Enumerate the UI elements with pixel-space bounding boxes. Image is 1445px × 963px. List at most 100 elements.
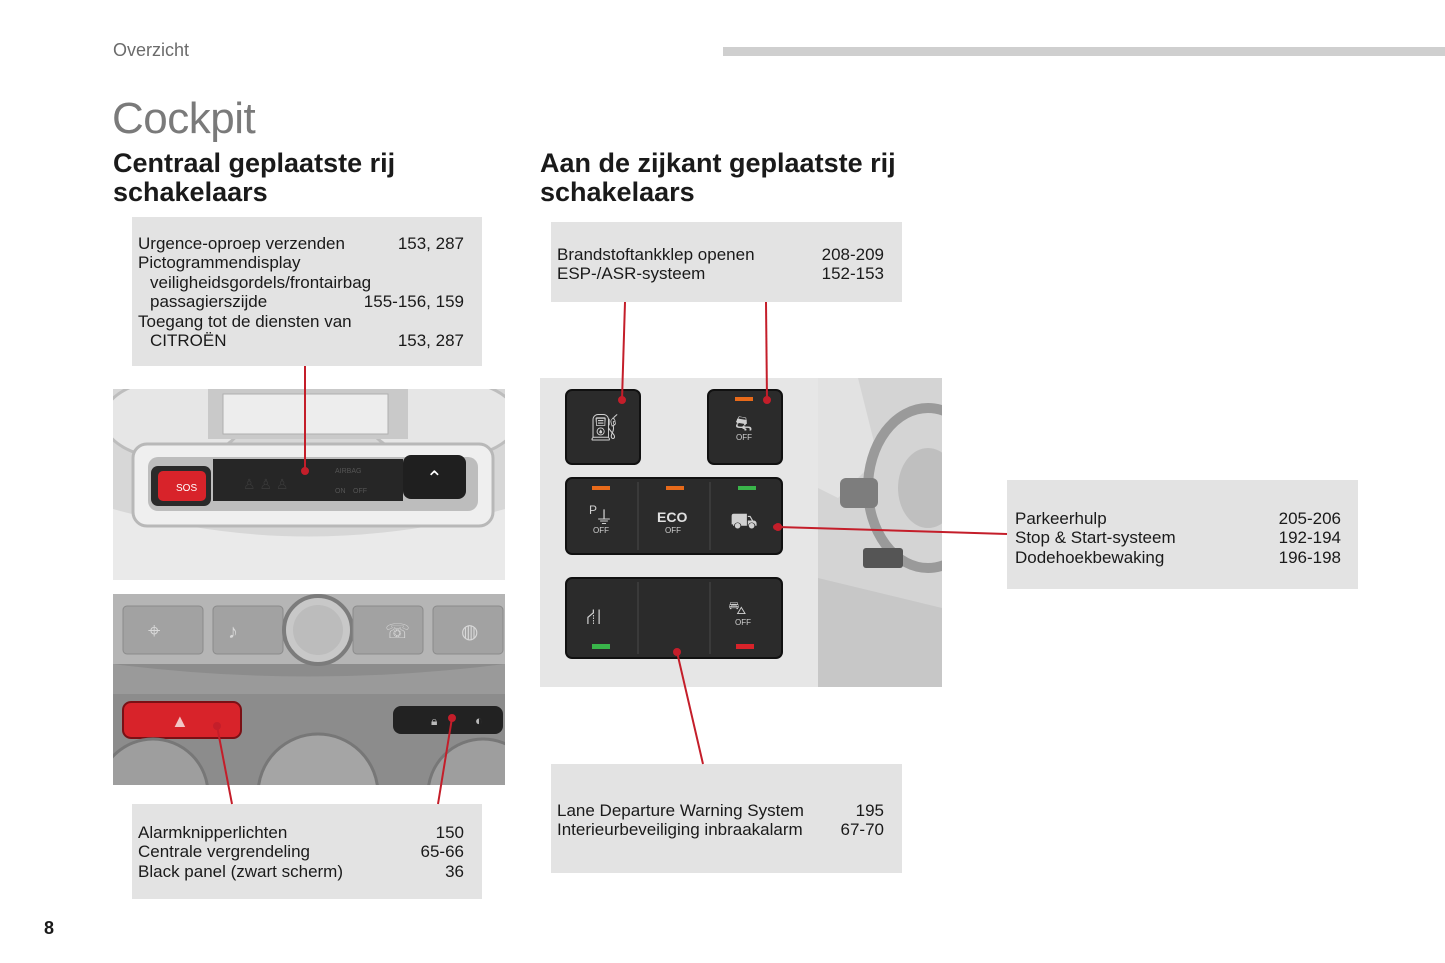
- alarm-off-label: OFF: [735, 618, 751, 627]
- lock-icon: 🔒︎: [431, 714, 437, 728]
- info-pages: 65-66: [420, 842, 464, 862]
- info-label: Stop & Start-systeem: [1015, 528, 1176, 548]
- info-label: Dodehoekbewaking: [1015, 547, 1165, 567]
- lane-departure-icon: ⛙: [586, 604, 601, 629]
- right-bottom-info-box: Lane Departure Warning System 195 Interie…: [551, 764, 902, 873]
- left-heading-line2: schakelaars: [113, 177, 268, 207]
- right-side-info-box: Parkeerhulp 205-206 Stop & Start-systeem 1…: [1007, 480, 1358, 589]
- info-row: Interieurbeveiliging inbraakalarm 67-70: [557, 820, 884, 839]
- info-row: Centrale vergrendeling 65-66: [138, 842, 464, 861]
- phone-icon: ☏: [385, 621, 410, 643]
- info-label: CITROËN: [150, 331, 227, 351]
- left-heading: Centraal geplaatste rij schakelaars: [113, 149, 395, 207]
- info-row: veiligheidsgordels/frontairbag: [138, 273, 464, 292]
- info-pages: 67-70: [840, 820, 884, 840]
- info-pages: 153, 287: [397, 331, 464, 351]
- info-row: Alarmknipperlichten 150: [138, 823, 464, 842]
- airbag-label: AIRBAG: [335, 468, 361, 475]
- callout-dot: [763, 396, 771, 404]
- sos-label: SOS: [176, 483, 197, 494]
- callout-line: [777, 526, 1008, 535]
- info-label: Lane Departure Warning System: [557, 801, 804, 820]
- info-label: Centrale vergrendeling: [138, 842, 310, 862]
- info-pages: 36: [445, 861, 464, 881]
- info-pages: 150: [435, 823, 464, 842]
- blind-spot-icon: ⛟: [730, 508, 758, 533]
- fuel-flap-icon: ⛽︎: [588, 412, 621, 442]
- photo-sos-panel: SOS ♙ ♙ ♙ AIRBAG ON OFF ⌃: [113, 389, 505, 580]
- left-top-info-box: Urgence-oproep verzenden 153, 287 Pictogr…: [132, 217, 482, 366]
- info-pages: 208-209: [821, 245, 884, 264]
- callout-dot: [673, 648, 681, 656]
- info-label: Interieurbeveiliging inbraakalarm: [557, 820, 803, 840]
- left-bottom-info-box: Alarmknipperlichten 150 Centrale vergrend…: [132, 804, 482, 899]
- callout-dot: [213, 722, 221, 730]
- callout-dot: [774, 523, 782, 531]
- callout-line: [676, 651, 704, 765]
- right-heading: Aan de zijkant geplaatste rij schakelaar…: [540, 149, 896, 207]
- park-assist-icon: ⏚: [595, 508, 613, 528]
- info-row: passagierszijde 155-156, 159: [138, 292, 464, 311]
- info-pages: 192-194: [1278, 528, 1341, 548]
- right-top-info-box: Brandstoftankklep openen 208-209 ESP-/ASR…: [551, 222, 902, 302]
- callout-line: [437, 717, 453, 805]
- off-label: OFF: [353, 488, 367, 495]
- info-label: Parkeerhulp: [1015, 509, 1107, 528]
- side-switches-illustration: ⛽︎ ⛐ OFF P ⏚ OFF ECO OFF ⛟ ⛙ ⛍ OFF: [540, 378, 818, 687]
- on-label: ON: [335, 488, 346, 495]
- alarm-car-icon: ⛍: [728, 598, 747, 618]
- callout-line: [765, 301, 768, 401]
- info-row: Dodehoekbewaking 196-198: [1015, 548, 1341, 567]
- hazard-panel-illustration: ⌖ ♪ ☏ ◍ ▲ 🔒︎ ◐: [113, 594, 505, 785]
- globe-icon: ◍: [461, 621, 478, 643]
- info-label: Pictogrammendisplay: [138, 253, 301, 273]
- info-pages: 195: [855, 801, 884, 820]
- svg-text:♙ ♙ ♙: ♙ ♙ ♙: [243, 476, 288, 492]
- hazard-triangle-icon: ▲: [171, 711, 189, 731]
- eco-label: ECO: [657, 509, 687, 525]
- info-row: Black panel (zwart scherm) 36: [138, 862, 464, 881]
- citroen-chevron-icon: ⌃: [426, 468, 443, 490]
- header-bar: [723, 47, 1445, 56]
- car-interior-illustration: [818, 378, 942, 687]
- info-label: ESP-/ASR-systeem: [557, 264, 706, 284]
- info-row: Urgence-oproep verzenden 153, 287: [138, 234, 464, 253]
- callout-dot: [448, 714, 456, 722]
- park-assist-p-label: P: [589, 503, 597, 517]
- media-icon: ♪: [228, 621, 238, 643]
- info-row: Toegang tot de diensten van: [138, 312, 464, 331]
- info-label: Toegang tot de diensten van: [138, 311, 352, 331]
- info-label: Alarmknipperlichten: [138, 823, 288, 842]
- info-row: CITROËN 153, 287: [138, 331, 464, 350]
- callout-line: [621, 301, 626, 401]
- photo-car-interior: [818, 378, 942, 687]
- info-pages: 155-156, 159: [363, 292, 464, 312]
- info-pages: 153, 287: [397, 234, 464, 253]
- info-pages: 205-206: [1278, 509, 1341, 528]
- callout-line: [216, 725, 233, 805]
- right-heading-line1: Aan de zijkant geplaatste rij: [540, 148, 896, 178]
- info-row: Lane Departure Warning System 195: [557, 801, 884, 820]
- info-row: Stop & Start-systeem 192-194: [1015, 528, 1341, 547]
- info-row: Pictogrammendisplay: [138, 253, 464, 272]
- navigation-icon: ⌖: [148, 618, 160, 643]
- photo-side-switches: ⛽︎ ⛐ OFF P ⏚ OFF ECO OFF ⛟ ⛙ ⛍ OFF: [540, 378, 818, 687]
- esp-icon: ⛐: [735, 413, 752, 435]
- page-title: Cockpit: [112, 94, 256, 143]
- left-heading-line1: Centraal geplaatste rij: [113, 148, 396, 178]
- black-panel-icon: ◐: [475, 713, 483, 728]
- esp-off-label: OFF: [736, 433, 752, 442]
- page-number: 8: [44, 918, 55, 938]
- photo-hazard-panel: ⌖ ♪ ☏ ◍ ▲ 🔒︎ ◐: [113, 594, 505, 785]
- info-label: Brandstoftankklep openen: [557, 245, 755, 264]
- callout-dot: [301, 467, 309, 475]
- park-assist-off-label: OFF: [593, 526, 609, 535]
- info-label: Urgence-oproep verzenden: [138, 234, 345, 253]
- info-label: passagierszijde: [150, 292, 268, 312]
- right-heading-line2: schakelaars: [540, 177, 695, 207]
- info-label: Black panel (zwart scherm): [138, 861, 344, 881]
- callout-dot: [618, 396, 626, 404]
- info-pages: 196-198: [1278, 547, 1341, 567]
